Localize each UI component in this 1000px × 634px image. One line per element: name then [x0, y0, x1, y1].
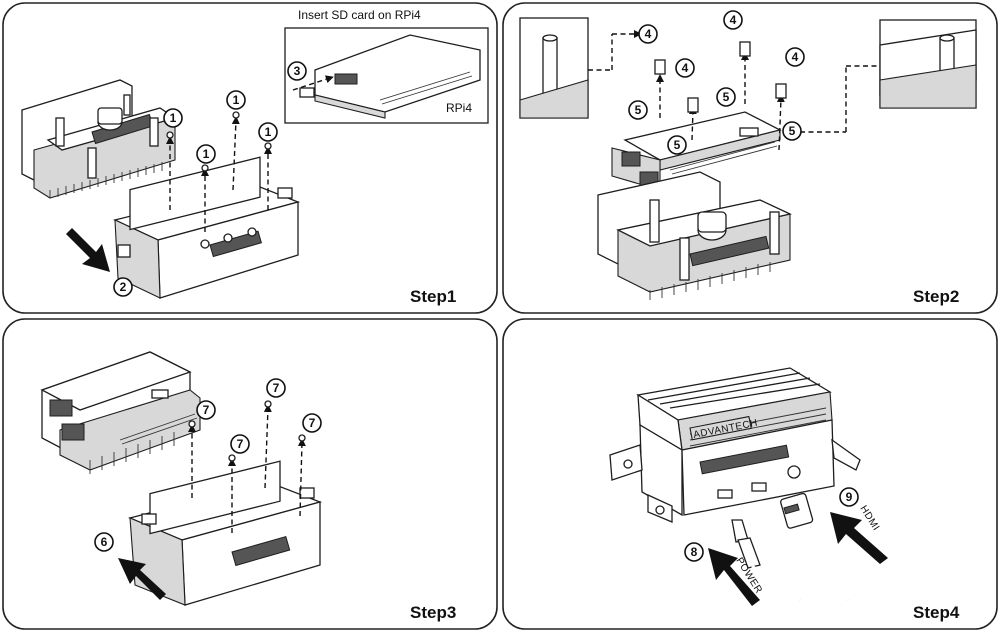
- finished-device: ADVANTECH: [609, 367, 861, 523]
- svg-text:8: 8: [691, 545, 698, 559]
- callout: 5: [667, 135, 687, 155]
- panel-step4: ADVANTECH: [502, 318, 998, 630]
- step-label: Step1: [410, 287, 456, 306]
- step-label: Step3: [410, 603, 456, 622]
- callout: 4: [638, 24, 658, 44]
- svg-text:2: 2: [120, 280, 127, 294]
- screw-guides: [166, 111, 272, 232]
- svg-text:1: 1: [233, 93, 240, 107]
- svg-text:7: 7: [237, 437, 244, 451]
- callout: 7: [196, 400, 216, 420]
- svg-text:4: 4: [792, 50, 799, 64]
- carrier-assembly: [597, 171, 792, 300]
- callout: 7: [230, 434, 250, 454]
- svg-text:5: 5: [789, 124, 796, 138]
- direction-arrow: [118, 558, 166, 600]
- stacked-assembly: [40, 351, 201, 474]
- callout: 2: [113, 277, 133, 297]
- carrier-board-assembly: [21, 79, 177, 199]
- callout: 7: [302, 413, 322, 433]
- callout: 1: [163, 108, 183, 128]
- svg-text:1: 1: [265, 125, 272, 139]
- callout: 6: [94, 532, 114, 552]
- callout: 5: [628, 100, 648, 120]
- board-label: RPi4: [446, 101, 472, 115]
- callout: 9: [839, 487, 859, 507]
- svg-text:4: 4: [682, 61, 689, 75]
- standoff-guides: [588, 30, 880, 151]
- inset-sd-card: Insert SD card on RPi4 RPi4: [284, 8, 489, 124]
- svg-text:4: 4: [645, 27, 652, 41]
- svg-text:7: 7: [309, 416, 316, 430]
- power-arrow: [708, 548, 760, 606]
- panel-step3: 7 7 7 7 6 Step3: [2, 318, 498, 630]
- callout: 5: [716, 87, 736, 107]
- svg-text:4: 4: [730, 13, 737, 27]
- direction-arrow: [66, 228, 110, 272]
- inset-board-closeup: [879, 19, 977, 109]
- svg-text:5: 5: [674, 138, 681, 152]
- svg-text:7: 7: [273, 381, 280, 395]
- callout: 3: [287, 61, 307, 81]
- svg-text:3: 3: [294, 64, 301, 78]
- callout: 1: [196, 144, 216, 164]
- svg-text:5: 5: [635, 103, 642, 117]
- hdmi-arrow: [830, 512, 888, 564]
- callout: 5: [782, 121, 802, 141]
- svg-text:5: 5: [723, 90, 730, 104]
- svg-text:6: 6: [101, 535, 108, 549]
- svg-text:1: 1: [203, 147, 210, 161]
- step-label: Step2: [913, 287, 959, 306]
- callout: 7: [266, 378, 286, 398]
- screw-guides: [188, 400, 306, 533]
- callout: 4: [785, 47, 805, 67]
- panel-step2: 4 4 4 4 5 5 5 5 Step2: [502, 2, 998, 314]
- callout: 4: [675, 58, 695, 78]
- callout: 1: [226, 90, 246, 110]
- inset-standoff-closeup: [519, 17, 589, 119]
- svg-text:1: 1: [170, 111, 177, 125]
- svg-text:7: 7: [203, 403, 210, 417]
- insert-note: Insert SD card on RPi4: [298, 8, 421, 22]
- callout: 1: [258, 122, 278, 142]
- power-cable: [731, 519, 802, 601]
- hdmi-cable: [780, 492, 850, 601]
- enclosure-base: [113, 156, 301, 299]
- panel-step1: Insert SD card on RPi4 RPi4 1 1 1 1: [2, 2, 498, 314]
- svg-text:9: 9: [846, 490, 853, 504]
- step-label: Step4: [913, 603, 960, 622]
- callout: 8: [684, 542, 704, 562]
- callout: 4: [723, 10, 743, 30]
